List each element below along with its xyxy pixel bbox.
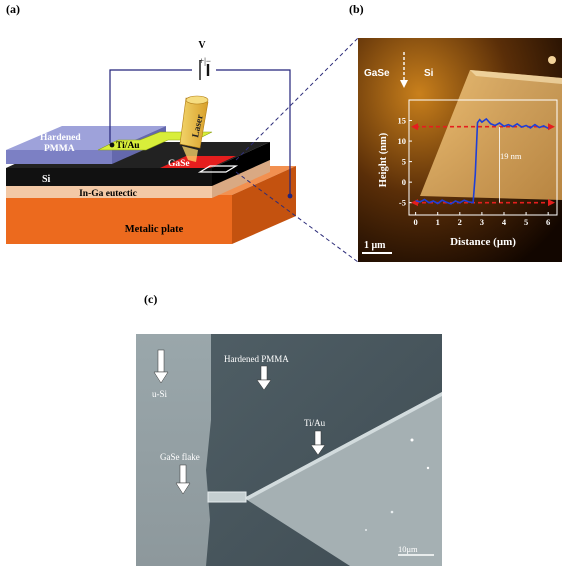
panel-a-label: (a)	[6, 2, 20, 16]
reference-arrow-right	[548, 199, 555, 207]
sem-speck	[390, 510, 394, 514]
plate-contact	[287, 193, 293, 199]
y-tick-label: 0	[402, 177, 406, 187]
sem-electrode	[244, 392, 442, 566]
arrow-si	[153, 349, 169, 384]
eutectic-front	[6, 186, 212, 198]
sem-electrode-edge	[244, 392, 442, 500]
zoom-line-top	[235, 37, 359, 161]
pmma-label-line1: Hardened	[40, 133, 81, 143]
panel-c: (c) u-Si Hardened PMMA Ti/Au GaSe flake	[136, 292, 442, 566]
sem-speck	[365, 529, 367, 531]
sem-label-flake: GaSe flake	[160, 452, 200, 462]
afm-label-gase: GaSe	[364, 68, 390, 79]
si-side	[212, 142, 270, 186]
x-tick-label: 3	[480, 217, 484, 227]
y-axis-label: Height (nm)	[378, 132, 389, 187]
eutectic-side	[212, 160, 270, 198]
arrow-pmma	[256, 365, 272, 391]
pmma-top	[6, 126, 166, 150]
x-tick-label: 5	[524, 217, 528, 227]
step-height-label: 19 nm	[500, 151, 522, 161]
pmma-label-line2: PMMA	[44, 144, 75, 154]
reference-arrow-left	[411, 123, 418, 131]
gase-label: GaSe	[168, 159, 190, 169]
afm-label-si: Si	[424, 68, 434, 79]
x-tick-label: 6	[546, 217, 550, 227]
plate-front	[6, 195, 232, 244]
scan-line-arrow	[400, 80, 408, 88]
gase-flake	[160, 156, 236, 168]
x-axis-label: Distance (μm)	[450, 236, 516, 248]
arrow-electrode	[310, 430, 326, 456]
afm-scale-label: 1 μm	[364, 240, 386, 251]
x-tick-label: 2	[458, 217, 462, 227]
sem-label-si: u-Si	[152, 389, 168, 399]
panel-a: (a) Metalic plate In-Ga eutectic Si Hard…	[6, 2, 296, 244]
sem-label-electrode: Ti/Au	[304, 418, 326, 428]
plate-side	[232, 166, 296, 244]
si-label: Si	[42, 174, 51, 185]
pmma-front	[6, 150, 112, 164]
sem-flake	[207, 491, 247, 503]
sem-scale-label: 10μm	[398, 544, 418, 554]
wire-right	[216, 69, 291, 196]
battery-label: V	[198, 40, 206, 51]
electrode-contact	[109, 142, 115, 148]
x-tick-label: 4	[502, 217, 507, 227]
battery-polarity: +|−	[199, 56, 211, 66]
pmma-label: Hardened PMMA	[40, 133, 83, 154]
eutectic-label: In-Ga eutectic	[79, 189, 137, 199]
y-tick-label: 5	[402, 157, 406, 167]
laser-source	[179, 95, 209, 162]
y-tick-label: -5	[399, 198, 406, 208]
x-tick-label: 1	[436, 217, 440, 227]
plot-frame	[408, 99, 558, 216]
afm-flake	[420, 70, 562, 200]
scan-area-box	[197, 165, 239, 173]
arrow-flake	[175, 464, 191, 495]
profile-line	[415, 117, 549, 205]
laser-label: Laser	[191, 113, 206, 139]
plate-label: Metalic plate	[125, 224, 184, 235]
height-profile-plot: 0 1 2 3 4 5 6 -5 0 5 10 15	[398, 99, 558, 227]
reference-arrow-right	[548, 123, 555, 131]
sem-speck	[410, 438, 414, 442]
wire-left	[109, 69, 192, 143]
panel-c-label: (c)	[144, 292, 157, 306]
afm-particle	[548, 56, 556, 64]
y-tick-label: 15	[398, 116, 407, 126]
electrode-label: Ti/Au	[116, 141, 140, 151]
y-tick-label: 10	[398, 136, 407, 146]
panel-b-label: (b)	[349, 2, 364, 16]
sem-speck	[426, 466, 430, 470]
x-tick-label: 0	[414, 217, 418, 227]
si-front	[6, 168, 212, 186]
sem-label-pmma: Hardened PMMA	[224, 354, 289, 364]
afm-flake-edge	[470, 70, 562, 84]
zoom-line-bottom	[235, 171, 359, 263]
